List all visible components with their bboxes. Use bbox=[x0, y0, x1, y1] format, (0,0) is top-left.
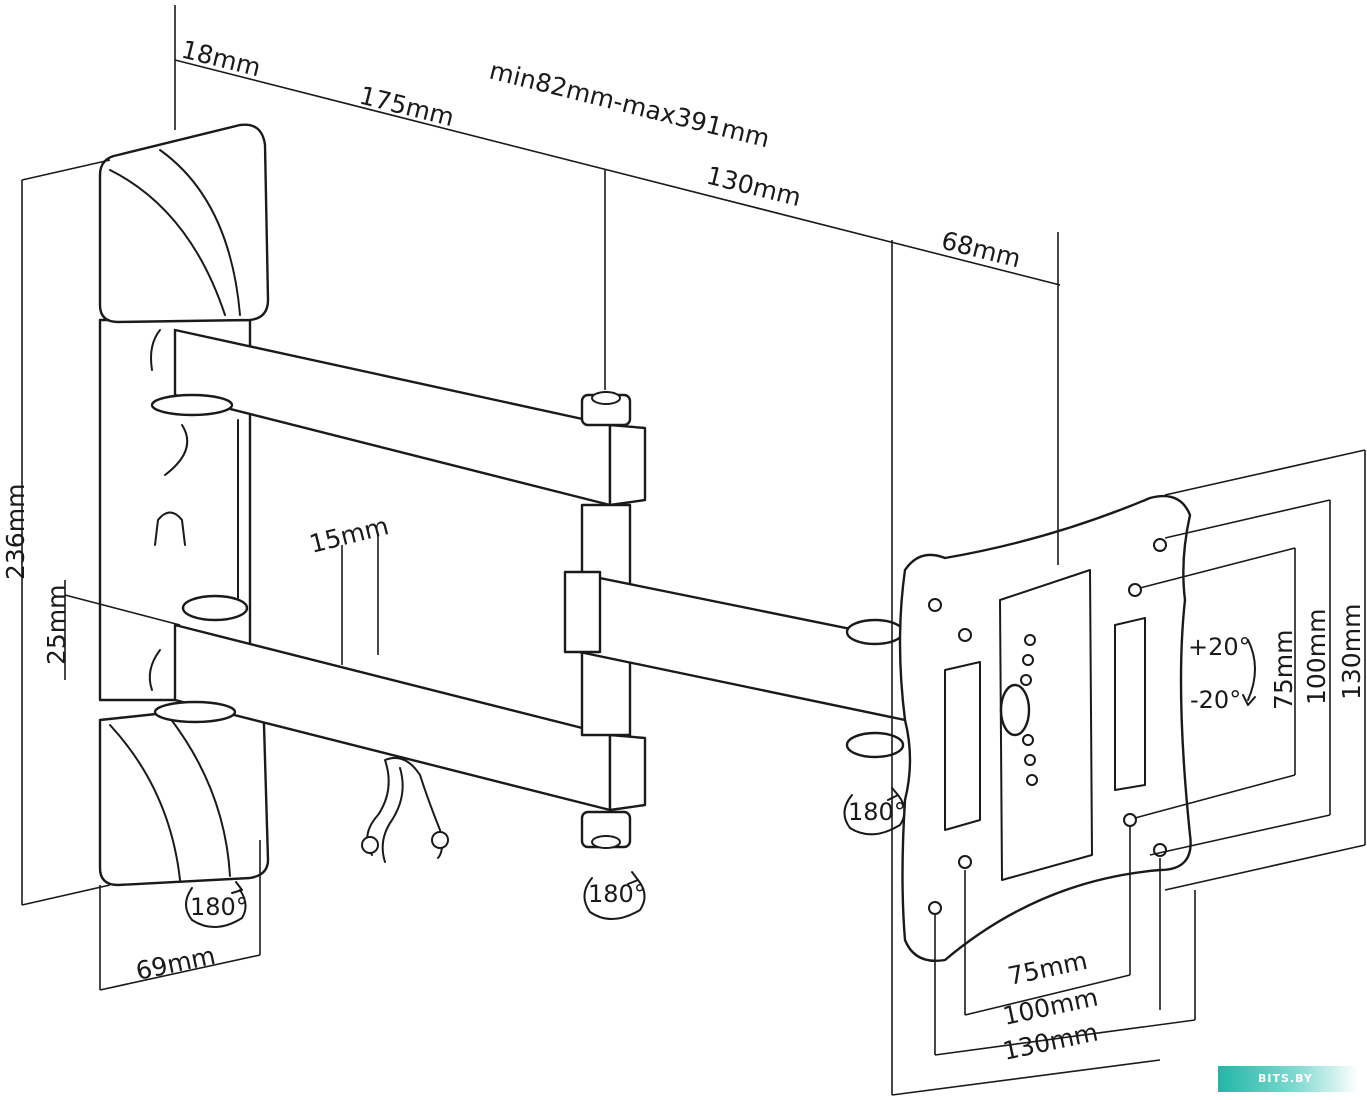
height-label: 236mm bbox=[1, 484, 30, 580]
rotation-labels: 180° 180° 180° +20° -20° bbox=[190, 633, 1251, 921]
second-arm-label: 130mm bbox=[704, 161, 805, 212]
tilt-arc-icon bbox=[1247, 639, 1256, 701]
first-arm-label: 175mm bbox=[357, 81, 458, 132]
vesa-v-130-label: 130mm bbox=[1337, 604, 1366, 700]
wall-swivel-label: 180° bbox=[190, 893, 248, 921]
upper-arm bbox=[150, 328, 647, 507]
vesa-v-100-label: 100mm bbox=[1302, 609, 1331, 705]
head-swivel-label: 180° bbox=[848, 798, 906, 826]
arm-width-label: 15mm bbox=[306, 511, 391, 559]
vesa-h-75-label: 75mm bbox=[1005, 946, 1090, 991]
watermark-badge: BITS.BY bbox=[1218, 1066, 1358, 1092]
wall-swivel-arc-icon bbox=[185, 887, 247, 928]
lower-arm bbox=[153, 594, 647, 849]
head-depth-label: 68mm bbox=[939, 226, 1024, 274]
vesa-plate bbox=[898, 494, 1192, 962]
arm-swivel-label: 180° bbox=[588, 880, 646, 908]
wall-plate-depth-label: 18mm bbox=[179, 35, 264, 83]
dimension-lines bbox=[21, 5, 1366, 1096]
plate-width-label: 69mm bbox=[133, 941, 218, 986]
arm-height-label: 25mm bbox=[42, 584, 71, 665]
tilt-up-label: +20° bbox=[1188, 633, 1251, 661]
extension-label: min82mm-max391mm bbox=[487, 56, 773, 154]
tilt-down-label: -20° bbox=[1190, 686, 1241, 714]
cable-hook bbox=[361, 756, 449, 863]
rotation-indicators bbox=[185, 639, 1256, 928]
vesa-v-75-label: 75mm bbox=[1269, 629, 1298, 710]
head-swivel-arc-icon bbox=[843, 794, 906, 836]
extension-arm bbox=[563, 570, 907, 759]
arm-swivel-arc-icon bbox=[583, 877, 646, 920]
wall-plate bbox=[98, 123, 270, 887]
